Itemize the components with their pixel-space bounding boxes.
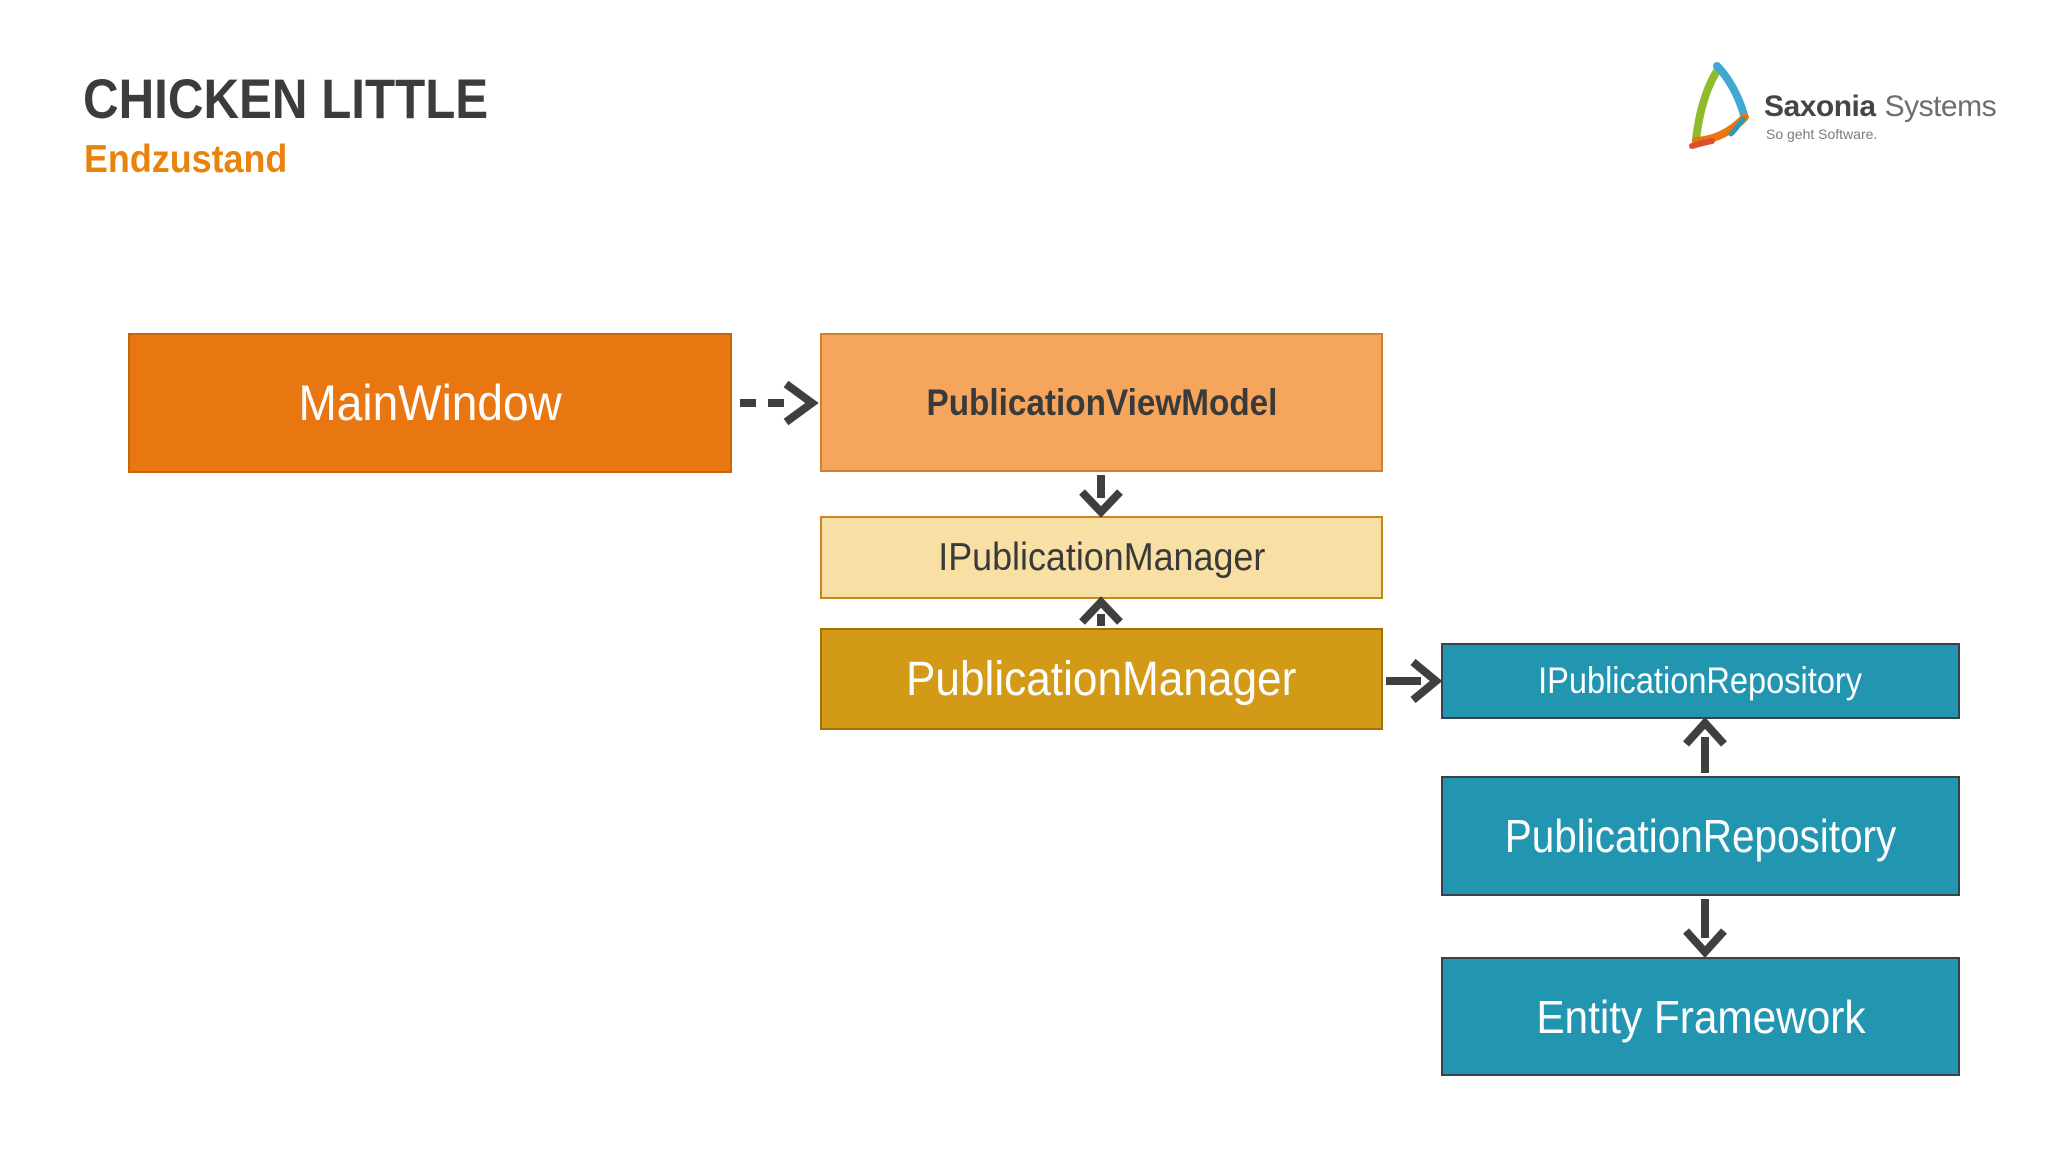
node-ipublicationmanager: IPublicationManager — [820, 516, 1383, 599]
node-entityframework: Entity Framework — [1441, 957, 1960, 1076]
arrowhead-right — [1410, 658, 1443, 704]
edge-publicationrepository-to-ipublicationrepository-arrow — [1683, 717, 1727, 773]
node-publicationrepository-label: PublicationRepository — [1504, 810, 1897, 862]
node-publicationmanager: PublicationManager — [820, 628, 1383, 730]
edge-publicationmanager-to-ipublicationmanager-arrow — [1079, 596, 1123, 626]
saxonia-triangle-logo-icon — [1689, 62, 1749, 149]
edge-publicationrepository-to-entityframework-arrow — [1683, 899, 1727, 958]
arrowhead-down — [1079, 489, 1123, 518]
node-publicationrepository: PublicationRepository — [1441, 776, 1960, 896]
node-entityframework-label: Entity Framework — [1535, 990, 1866, 1043]
page-subtitle: Endzustand — [84, 138, 288, 181]
arrowhead-up — [1079, 596, 1123, 625]
node-ipublicationmanager-label: IPublicationManager — [937, 535, 1266, 579]
arrowhead-up — [1683, 717, 1727, 747]
node-publicationviewmodel-label: PublicationViewModel — [926, 381, 1277, 423]
node-mainwindow-label: MainWindow — [298, 375, 562, 431]
edge-mainwindow-to-publicationviewmodel-dashed-arrow — [740, 380, 819, 426]
logo-brand-bold: Saxonia — [1764, 90, 1876, 123]
logo-tagline: So geht Software. — [1766, 126, 1878, 142]
page-title: CHICKEN LITTLE — [83, 67, 489, 130]
logo-brand-regular: Systems — [1884, 90, 1997, 123]
node-mainwindow: MainWindow — [128, 333, 732, 473]
arrowhead-down — [1683, 928, 1727, 958]
node-ipublicationrepository: IPublicationRepository — [1441, 643, 1960, 719]
arrowhead-right — [783, 380, 819, 426]
node-publicationviewmodel: PublicationViewModel — [820, 333, 1383, 472]
node-publicationmanager-label: PublicationManager — [906, 652, 1297, 706]
edge-publicationviewmodel-to-ipublicationmanager-arrow — [1079, 475, 1123, 518]
edge-publicationmanager-to-ipublicationrepository-arrow — [1386, 658, 1443, 704]
node-ipublicationrepository-label: IPublicationRepository — [1538, 660, 1863, 701]
